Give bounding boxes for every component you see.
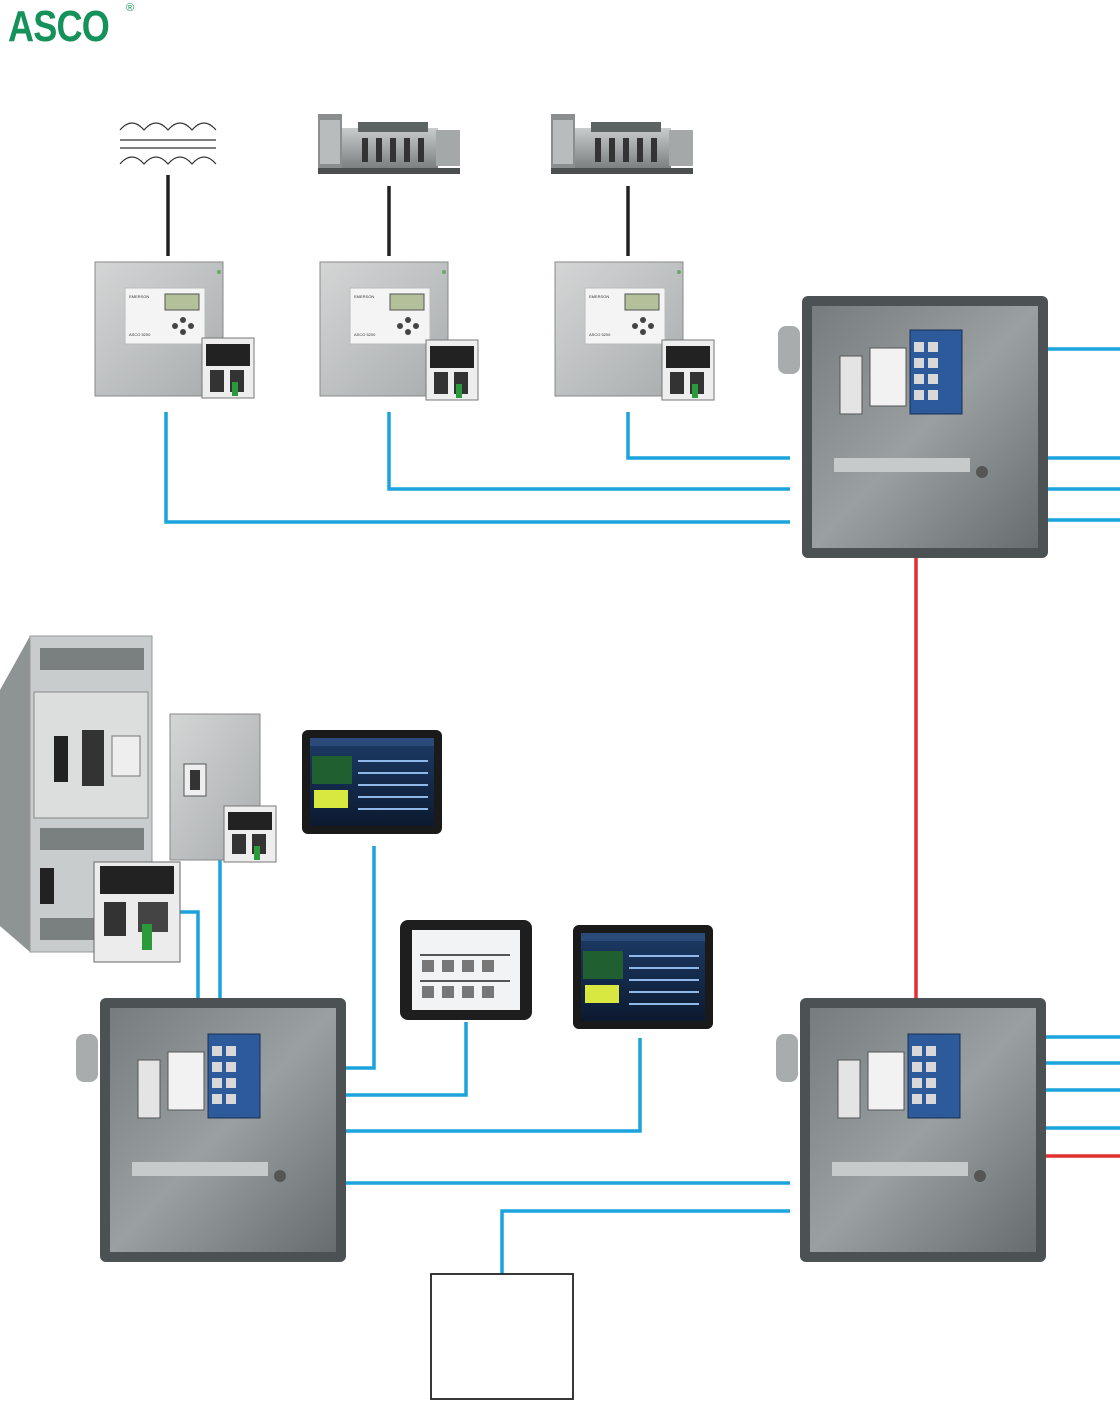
network-enclosure-left: [76, 998, 346, 1262]
controller-brand-label: EMERSON: [354, 294, 374, 299]
generator-icon: [551, 114, 693, 174]
network-enclosure-right: [776, 998, 1046, 1262]
comm-module-icon: [223, 805, 277, 863]
touchscreen-icon: [302, 730, 442, 834]
comm-module-icon: [201, 337, 715, 401]
touchscreen-icon: [573, 925, 713, 1029]
comm-module-large-icon: [93, 861, 181, 963]
outline-box: [430, 1273, 574, 1400]
annunciator-icon: [400, 920, 532, 1020]
link-controller-gen-2: [626, 412, 790, 460]
controller-model-label: ASCO 5200: [354, 332, 376, 337]
asco-logo: ASCO: [8, 2, 110, 52]
logo-text: ASCO: [8, 2, 110, 51]
transformer-icon: [119, 122, 217, 165]
network-enclosure-top: [778, 296, 1048, 558]
controller-brand-label: EMERSON: [589, 294, 609, 299]
link-controller-utility: [164, 412, 790, 524]
controller-panel-utility: EMERSON ASCO 5200: [94, 261, 224, 397]
link-touchscreen-2: [318, 1038, 642, 1133]
generator-icon: [318, 114, 460, 174]
controller-model-label: ASCO 5200: [589, 332, 611, 337]
link-controller-gen-1: [387, 412, 790, 491]
link-empty-box: [500, 1209, 790, 1274]
registered-mark: ®: [126, 2, 135, 14]
link-annunciator: [318, 1022, 468, 1097]
controller-brand-label: EMERSON: [129, 294, 149, 299]
controller-model-label: ASCO 5200: [129, 332, 151, 337]
link-switchgear: [180, 910, 200, 1003]
